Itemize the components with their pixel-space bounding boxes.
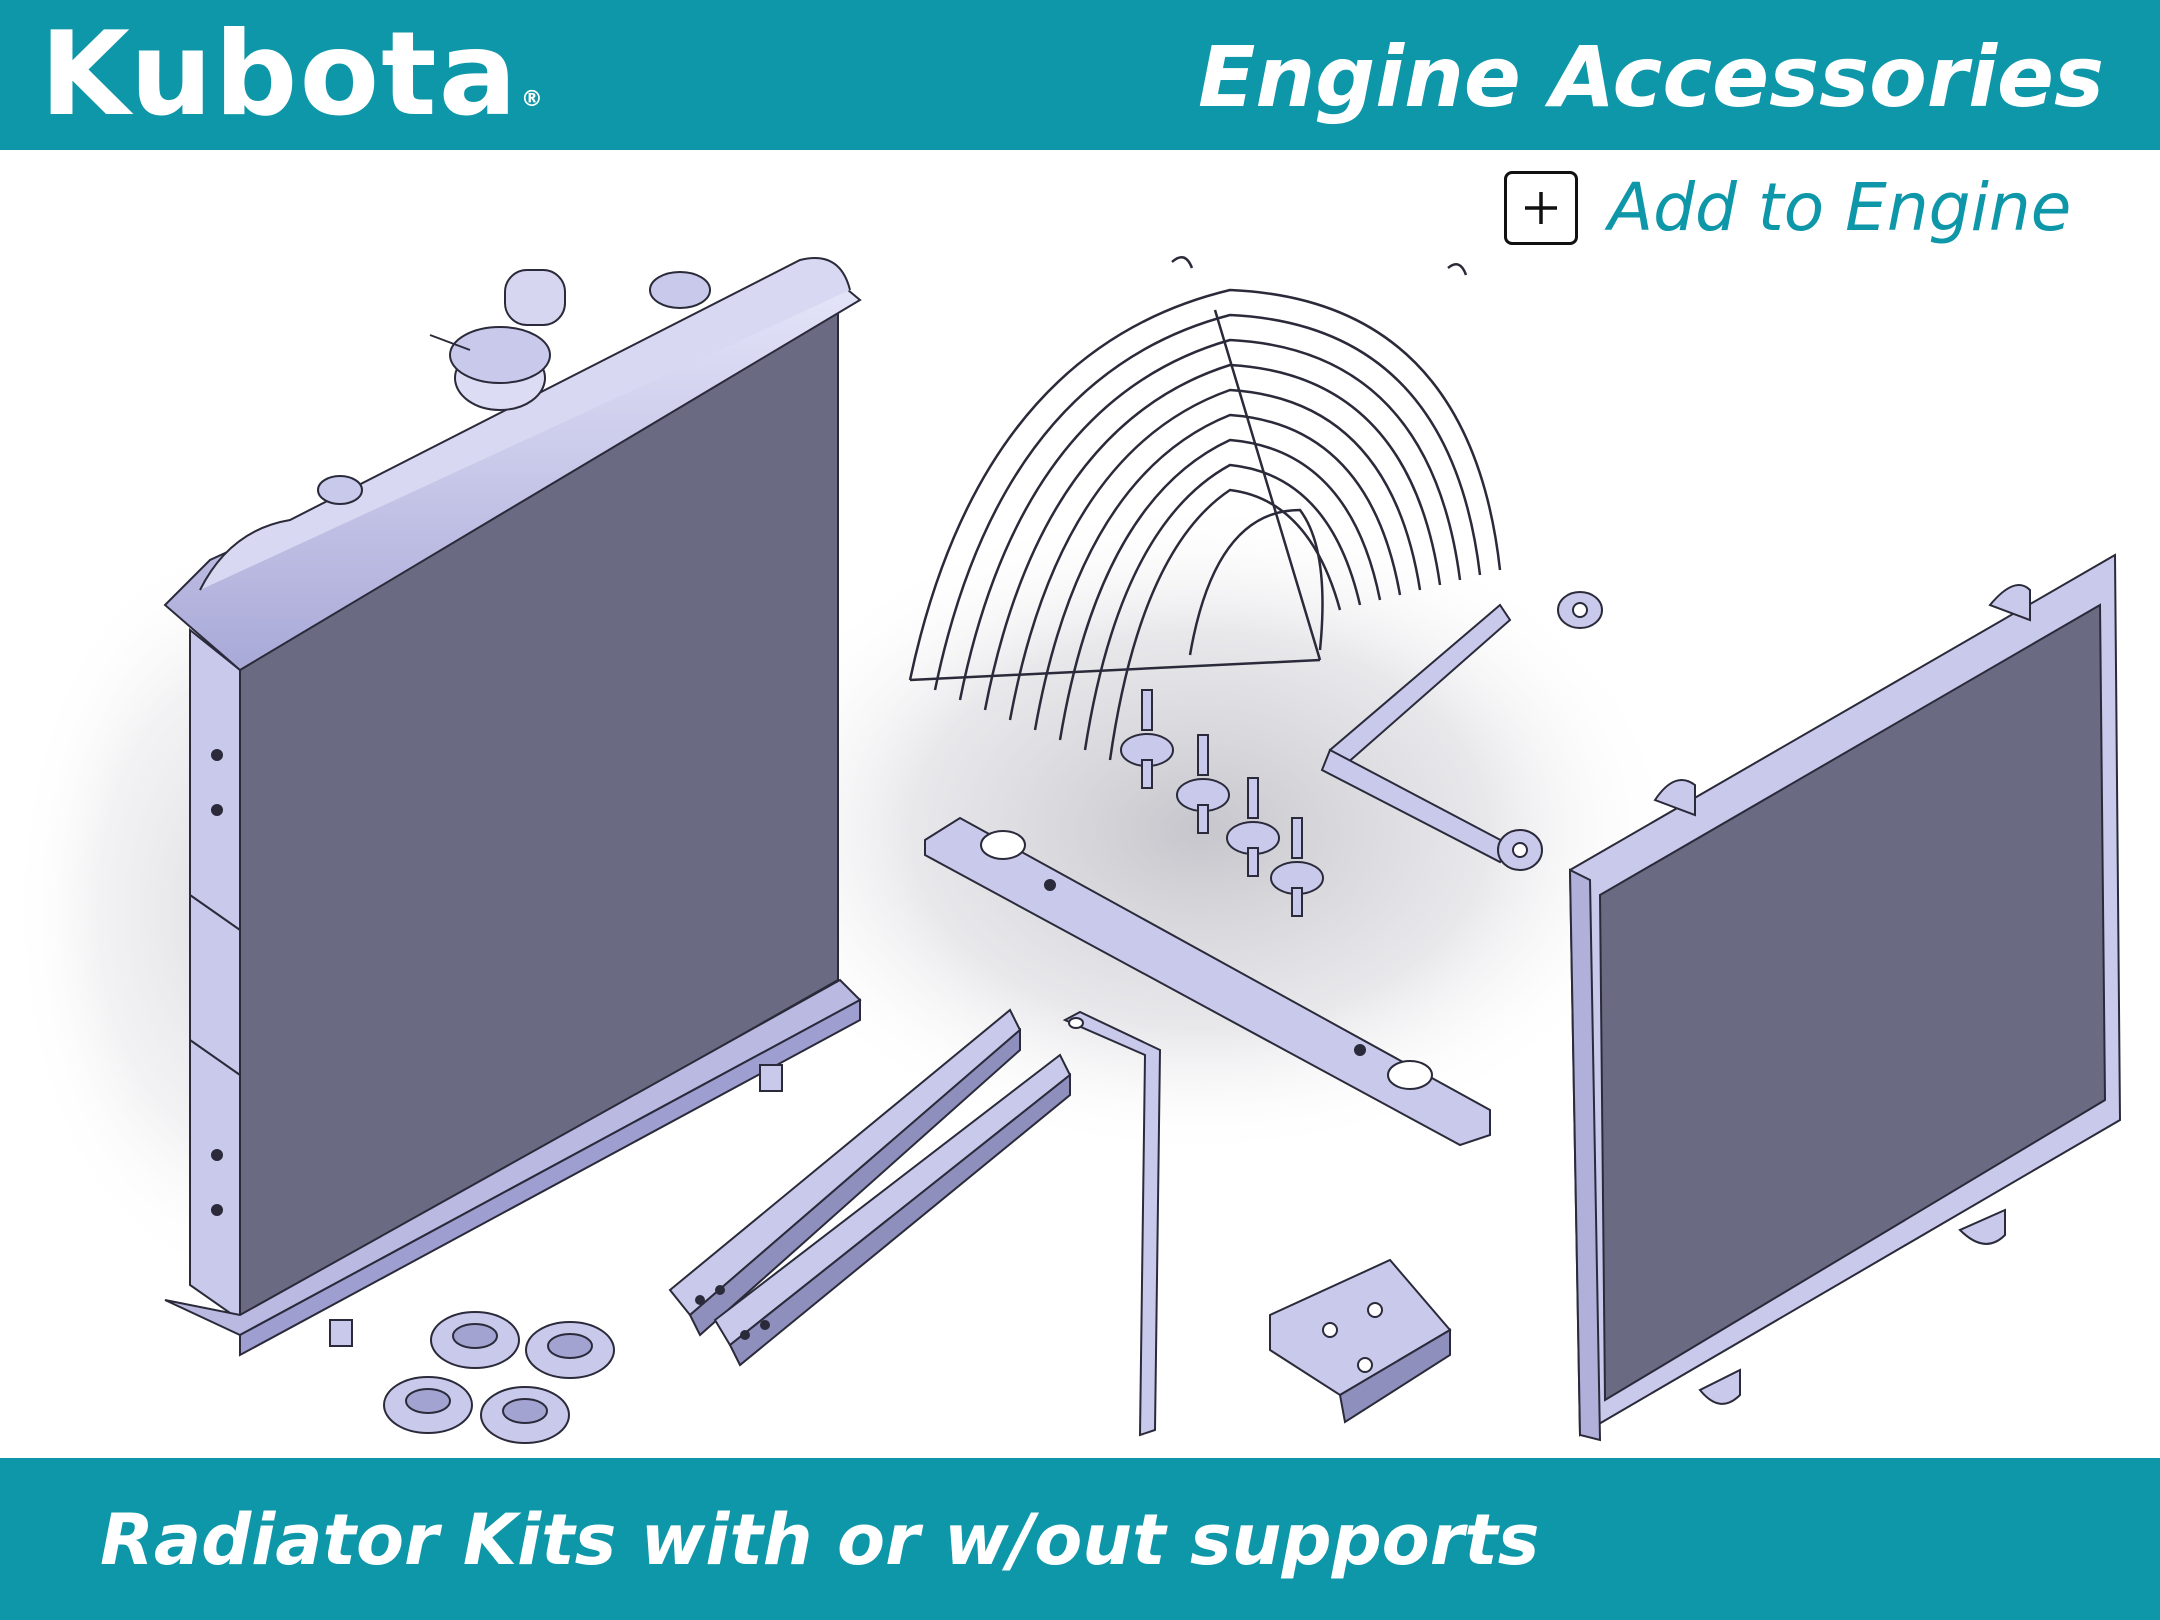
rubber-washers bbox=[383, 1311, 615, 1444]
mounting-block bbox=[1269, 1258, 1452, 1424]
registered-mark: ® bbox=[520, 87, 543, 112]
fan-guard bbox=[908, 255, 1502, 761]
radiator-kit-illustration bbox=[10, 255, 2122, 1444]
flat-bracket bbox=[924, 816, 1491, 1147]
support-rod bbox=[1320, 591, 1603, 871]
plus-icon bbox=[1504, 171, 1578, 245]
rubber-mounts bbox=[1120, 689, 1324, 917]
page-title: Engine Accessories bbox=[1198, 28, 2104, 126]
add-to-engine-button[interactable]: Add to Engine bbox=[1504, 168, 2071, 248]
footer-bar: Radiator Kits with or w/out supports bbox=[0, 1458, 2160, 1620]
condenser-panel bbox=[1568, 553, 2122, 1442]
angled-support-plates bbox=[668, 1008, 1072, 1367]
header-bar: Kubota® Engine Accessories bbox=[0, 0, 2160, 150]
l-bracket bbox=[1062, 1010, 1162, 1437]
radiator-top-tank bbox=[163, 257, 862, 672]
brand-name: Kubota bbox=[40, 7, 519, 142]
radiator-bottom-tank bbox=[164, 978, 862, 1357]
kubota-logo: Kubota® bbox=[40, 10, 543, 140]
footer-caption: Radiator Kits with or w/out supports bbox=[100, 1499, 1540, 1581]
add-to-engine-label: Add to Engine bbox=[1608, 169, 2072, 246]
